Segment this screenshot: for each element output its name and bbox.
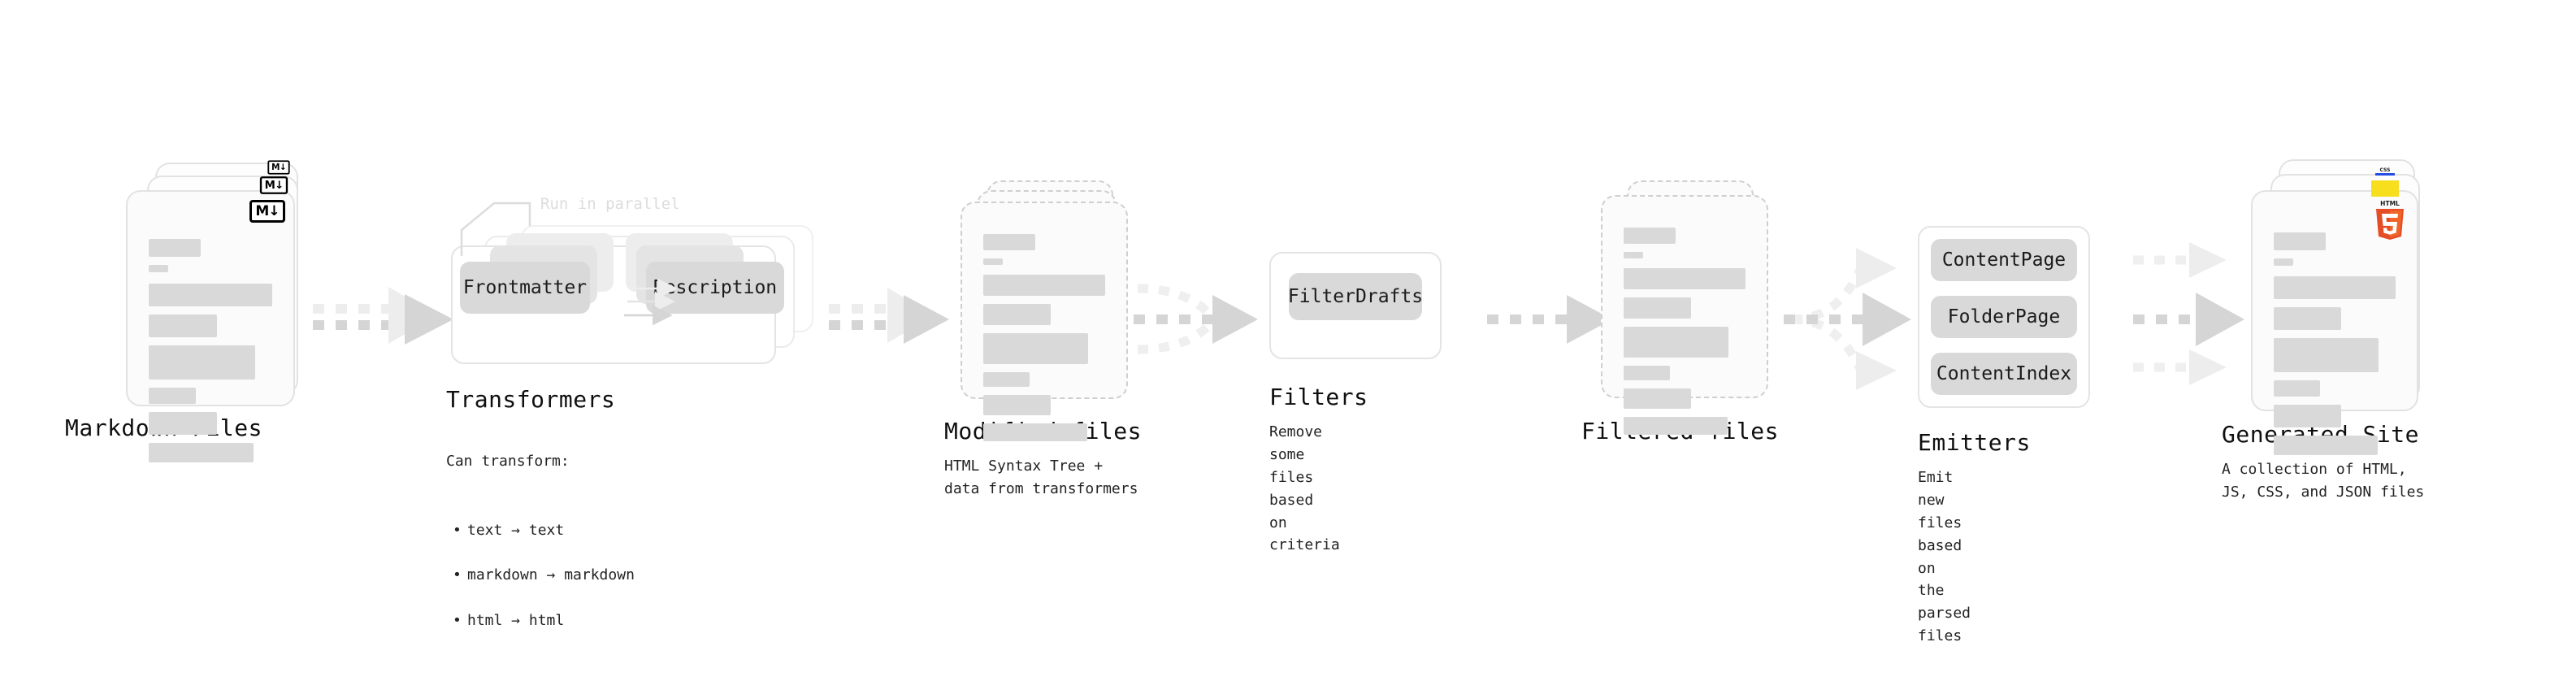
transformer-chip-frontmatter[interactable]: Frontmatter: [460, 262, 590, 314]
markdown-card-stack: M↓ M↓ M↓: [126, 160, 313, 462]
site-card-front: [2251, 190, 2418, 455]
filters-caption: Remove some files based on criteria: [1269, 423, 1340, 554]
connector-transformers-to-modified: [829, 288, 949, 344]
transformers-caption-lead: Can transform:: [446, 452, 570, 470]
filtered-card-front: [1601, 195, 1768, 435]
transformers-capability-item: markdown → markdown: [446, 564, 635, 587]
stage-title-filters: Filters: [1269, 384, 1368, 410]
transformers-capability-list: text → text markdown → markdown html → h…: [446, 497, 635, 655]
svg-text:CSS: CSS: [2380, 167, 2391, 173]
html5-badge-icon: HTML: [2371, 198, 2409, 241]
markdown-card-front: [126, 190, 295, 462]
stage-filtered-files: Filtered files: [1581, 180, 1788, 445]
modified-files-caption: HTML Syntax Tree + data from transformer…: [944, 458, 1138, 497]
filter-chip-filterdrafts[interactable]: FilterDrafts: [1288, 273, 1423, 320]
connector-markdown-to-transformers: [313, 287, 453, 345]
site-card-stack: CSS HTML: [2251, 159, 2454, 455]
modified-card-stack: [961, 180, 1147, 441]
css3-badge-icon: CSS: [2373, 165, 2397, 176]
stage-generated-site: CSS HTML Generated Site A collection of …: [2222, 159, 2454, 501]
markdown-placeholder-lines: [149, 239, 272, 471]
connector-emitters-to-site: [2133, 242, 2244, 385]
connector-filters-to-filtered: [1487, 295, 1612, 344]
stage-title-transformers: Transformers: [446, 386, 616, 413]
js-badge-icon: [2371, 180, 2399, 197]
run-in-parallel-label: Run in parallel: [540, 195, 680, 213]
transformers-caption: Can transform: text → text markdown → ma…: [446, 427, 635, 678]
markdown-badge-icon: M↓: [249, 200, 285, 223]
svg-text:HTML: HTML: [2380, 200, 2400, 207]
stage-modified-files: Modified files HTML Syntax Tree + data f…: [944, 180, 1147, 497]
emitters-caption: Emit new files based on the parsed files: [1918, 469, 1971, 645]
emitter-chip-folderpage[interactable]: FolderPage: [1931, 296, 2077, 338]
modified-placeholder-lines: [983, 234, 1105, 449]
markdown-badge-text: M↓: [255, 202, 280, 219]
emitter-chip-contentpage[interactable]: ContentPage: [1931, 239, 2077, 281]
stage-title-emitters: Emitters: [1918, 429, 2031, 456]
generated-site-caption: A collection of HTML, JS, CSS, and JSON …: [2222, 461, 2425, 501]
connector-filtered-to-emitters: [1784, 248, 1911, 390]
markdown-badge-icon-back: M↓: [267, 160, 290, 175]
site-placeholder-lines: [2274, 232, 2396, 463]
connector-modified-to-filters: [1134, 284, 1258, 354]
stage-markdown-files: M↓ M↓ M↓ Markdown Files: [65, 160, 313, 462]
modified-card-front: [961, 202, 1128, 441]
transformers-capability-item: html → html: [446, 609, 635, 632]
emitter-chip-contentindex[interactable]: ContentIndex: [1931, 353, 2077, 395]
filtered-placeholder-lines: [1624, 228, 1746, 443]
markdown-badge-icon-mid: M↓: [259, 176, 288, 194]
filtered-card-stack: [1601, 180, 1788, 435]
transformer-chip-description[interactable]: Description: [646, 262, 784, 314]
transformers-capability-item: text → text: [446, 519, 635, 542]
